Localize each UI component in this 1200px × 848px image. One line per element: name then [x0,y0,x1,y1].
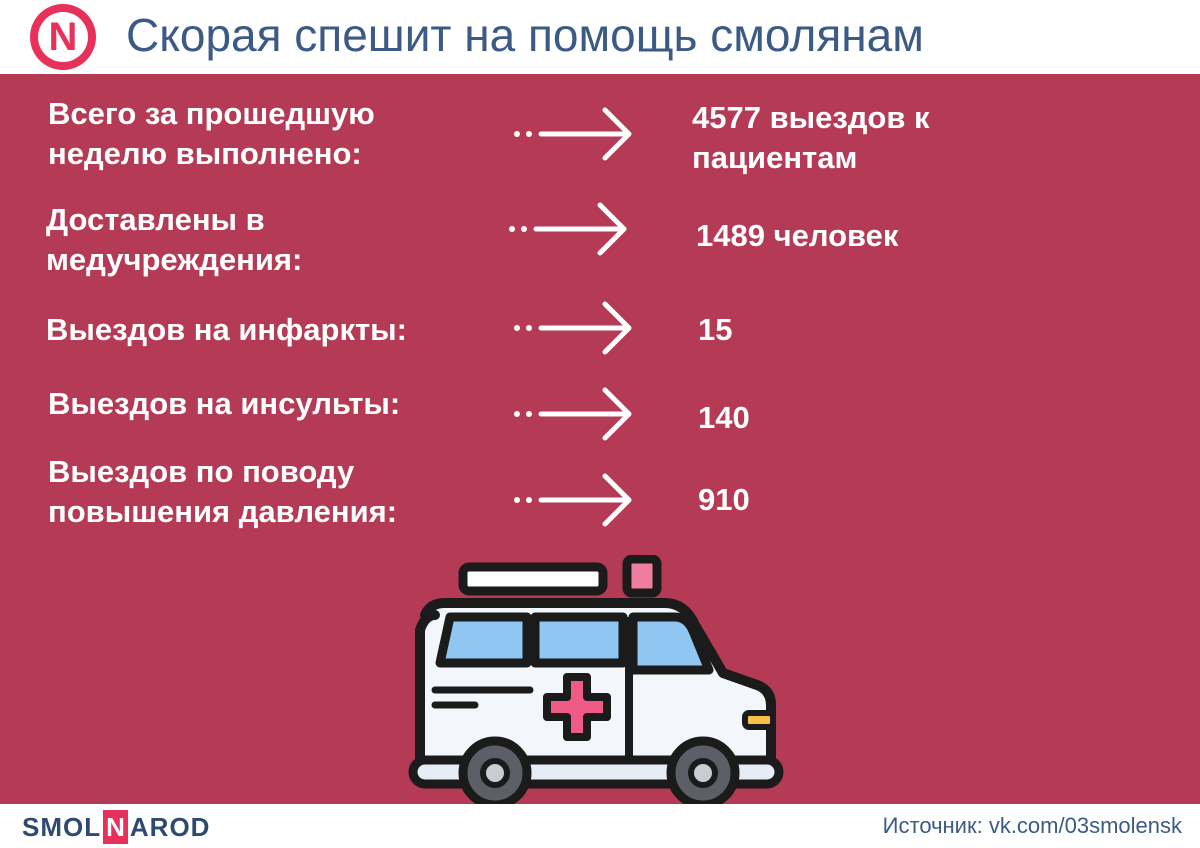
stat-label-line: повышения давления: [48,494,398,529]
stat-value-strokes: 140 [698,400,750,435]
stat-value-line: 4577 выездов к [692,100,930,135]
stat-value-line: пациентам [692,140,858,175]
stat-value-heart-attacks: 15 [698,312,733,347]
source-text: Источник: vk.com/03smolensk [882,813,1182,838]
arrow-right-icon [514,301,632,355]
stat-label-line: Всего за прошедшую [48,96,375,131]
footer: SMOL N AROD Источник: vk.com/03smolensk [0,804,1200,848]
stat-label-line: неделю выполнено: [48,136,362,171]
stat-label-strokes: Выездов на инсульты: [48,386,401,421]
brand-text-part1: SMOL [22,811,102,842]
stat-label-line: медучреждения: [46,242,303,277]
logo-n-icon: N [30,4,96,70]
page-title: Скорая спешит на помощь смолянам [126,9,924,61]
stat-label-delivered: Доставлены в медучреждения: [46,200,302,280]
arrow-right-icon [514,473,632,527]
stat-label-line: Доставлены в [46,202,265,237]
stat-value-delivered: 1489 человек [696,218,899,253]
stat-label-blood-pressure: Выездов по поводу повышения давления: [48,452,397,532]
brand-logo: SMOL N AROD [22,810,211,844]
arrow-right-icon [514,107,632,161]
ambulance-icon [408,555,784,810]
stat-value-total: 4577 выездов к пациентам [692,98,930,178]
stat-label-total: Всего за прошедшую неделю выполнено: [48,94,375,174]
stat-label-line: Выездов по поводу [48,454,355,489]
stat-label-heart-attacks: Выездов на инфаркты: [46,312,407,347]
arrow-right-icon [509,202,627,256]
header: N Скорая спешит на помощь смолянам [0,0,1200,74]
stat-value-blood-pressure: 910 [698,482,750,517]
brand-text-part2: AROD [129,811,211,842]
arrow-right-icon [514,387,632,441]
logo-letter: N [38,12,88,62]
brand-n-badge: N [103,810,128,844]
